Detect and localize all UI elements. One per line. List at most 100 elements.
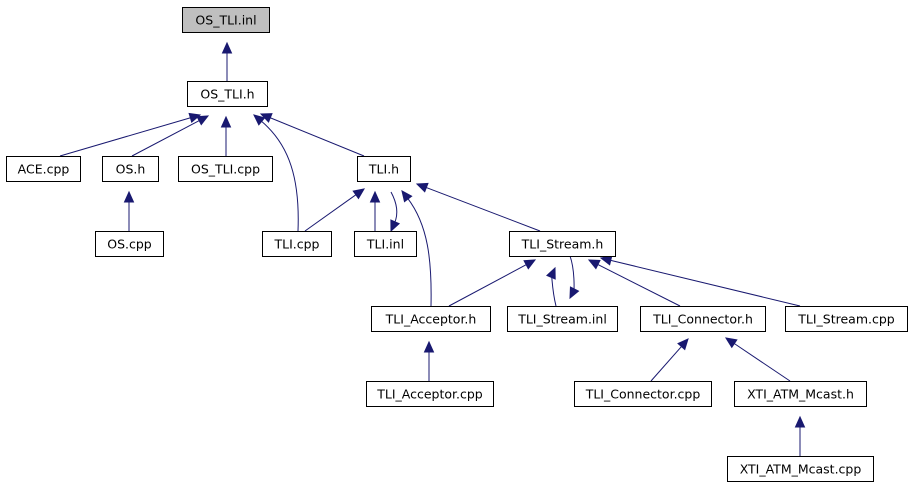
edge-line: [407, 197, 432, 307]
node-xti-atm-mcast-h[interactable]: XTI_ATM_Mcast.h: [734, 381, 867, 407]
node-os-tli-cpp[interactable]: OS_TLI.cpp: [178, 156, 273, 182]
arrowhead-icon: [401, 190, 413, 203]
edge-os_tli_cpp-to-os_tli_h: [220, 115, 232, 156]
node-ace-cpp[interactable]: ACE.cpp: [6, 156, 81, 182]
node-os-tli-inl: OS_TLI.inl: [182, 7, 270, 33]
node-tli-connector-cpp[interactable]: TLI_Connector.cpp: [574, 381, 712, 407]
arrowhead-icon: [196, 115, 210, 126]
node-label: XTI_ATM_Mcast.h: [747, 387, 854, 402]
node-tli-acceptor-cpp[interactable]: TLI_Acceptor.cpp: [366, 381, 494, 407]
node-box: [178, 156, 273, 182]
arrowhead-icon: [253, 114, 266, 126]
node-tli-stream-cpp[interactable]: TLI_Stream.cpp: [785, 306, 908, 332]
node-label: ACE.cpp: [18, 162, 70, 177]
edge-line: [390, 191, 398, 223]
edge-line: [596, 263, 681, 307]
edge-tli_h-to-os_tli_h: [259, 113, 365, 157]
node-tli-acceptor-h[interactable]: TLI_Acceptor.h: [371, 306, 491, 332]
node-os-tli-h[interactable]: OS_TLI.h: [187, 81, 268, 107]
arrowhead-icon: [546, 266, 556, 280]
edge-tli_stream_h-to-tli_h: [415, 182, 541, 232]
node-label: TLI.h: [368, 162, 399, 177]
node-box: [182, 7, 270, 33]
node-box: [262, 231, 332, 257]
node-tli-cpp[interactable]: TLI.cpp: [262, 231, 332, 257]
edge-os_cpp-to-os_h: [123, 190, 135, 231]
edge-tli_connector_h-to-tli_stream_h: [587, 259, 681, 307]
arrowhead-icon: [123, 190, 135, 203]
edge-tli_inl-to-tli_h: [369, 190, 381, 231]
node-box: [727, 456, 874, 482]
edge-line: [551, 275, 557, 307]
edge-line: [609, 259, 801, 307]
node-label: XTI_ATM_Mcast.cpp: [740, 462, 862, 477]
arrowhead-icon: [390, 219, 401, 233]
node-tli-stream-h[interactable]: TLI_Stream.h: [509, 231, 616, 257]
arrowhead-icon: [724, 337, 738, 349]
node-box: [357, 156, 411, 182]
node-label: TLI.inl: [366, 237, 404, 252]
edge-line: [131, 119, 201, 157]
edge-tli_connector_cpp-to-tli_connector_h: [650, 338, 689, 382]
edge-line: [59, 117, 192, 157]
edge-tli_acceptor_h-to-tli_h: [401, 190, 432, 307]
arrowhead-icon: [220, 115, 232, 128]
node-xti-atm-mcast-cpp[interactable]: XTI_ATM_Mcast.cpp: [727, 456, 874, 482]
arrowhead-icon: [677, 338, 689, 351]
node-box: [785, 306, 908, 332]
node-box: [366, 381, 494, 407]
arrowhead-icon: [259, 113, 273, 123]
node-tli-stream-inl[interactable]: TLI_Stream.inl: [507, 306, 618, 332]
arrowhead-icon: [587, 259, 601, 270]
edge-line: [650, 345, 683, 382]
node-box: [734, 381, 867, 407]
node-os-cpp[interactable]: OS.cpp: [95, 231, 164, 257]
arrowhead-icon: [352, 188, 365, 200]
node-box: [507, 306, 618, 332]
edge-xti_atm_mcast_cpp-to-xti_atm_mcast_h: [794, 415, 806, 456]
edge-tli_stream_h-to-tli_stream_inl: [569, 255, 580, 300]
edge-line: [448, 263, 528, 307]
node-label: TLI_Stream.inl: [517, 312, 607, 327]
node-box: [102, 156, 159, 182]
node-tli-connector-h[interactable]: TLI_Connector.h: [640, 306, 766, 332]
node-tli-inl[interactable]: TLI.inl: [354, 231, 417, 257]
edge-tli_acceptor_cpp-to-tli_acceptor_h: [423, 340, 435, 381]
node-label: TLI.cpp: [273, 237, 319, 252]
edge-ace_cpp-to-os_tli_h: [59, 112, 202, 157]
node-box: [574, 381, 712, 407]
arrowhead-icon: [415, 182, 429, 193]
edge-tli_h-to-tli_inl: [390, 191, 401, 233]
node-label: OS.h: [116, 162, 146, 177]
edge-tli_cpp-to-os_tli_h: [253, 114, 299, 232]
arrowhead-icon: [369, 190, 381, 203]
node-label: TLI_Connector.cpp: [585, 387, 701, 402]
edge-line: [304, 193, 357, 232]
edge-line: [733, 342, 791, 382]
edge-tli_stream_inl-to-tli_stream_h: [546, 266, 557, 307]
node-label: OS_TLI.cpp: [191, 162, 260, 177]
node-box: [354, 231, 417, 257]
edge-line: [425, 186, 541, 232]
node-box: [6, 156, 81, 182]
edge-line: [260, 120, 299, 232]
graph-edges: [59, 41, 806, 456]
node-tli-h[interactable]: TLI.h: [357, 156, 411, 182]
node-os-h[interactable]: OS.h: [102, 156, 159, 182]
node-box: [371, 306, 491, 332]
node-label: TLI_Acceptor.h: [385, 312, 477, 327]
edge-tli_cpp-to-tli_h: [304, 188, 365, 232]
edge-os_h-to-os_tli_h: [131, 115, 210, 157]
node-label: OS_TLI.h: [200, 87, 254, 102]
node-label: TLI_Stream.cpp: [797, 312, 895, 327]
arrowhead-icon: [221, 41, 233, 54]
arrowhead-icon: [794, 415, 806, 428]
node-box: [509, 231, 616, 257]
edge-xti_atm_mcast_h-to-tli_connector_h: [724, 337, 791, 382]
arrowhead-icon: [523, 259, 537, 270]
arrowhead-icon: [188, 112, 202, 124]
edge-tli_acceptor_h-to-tli_stream_h: [448, 259, 537, 307]
node-label: OS_TLI.inl: [195, 13, 256, 28]
edge-line: [269, 116, 365, 157]
node-box: [640, 306, 766, 332]
